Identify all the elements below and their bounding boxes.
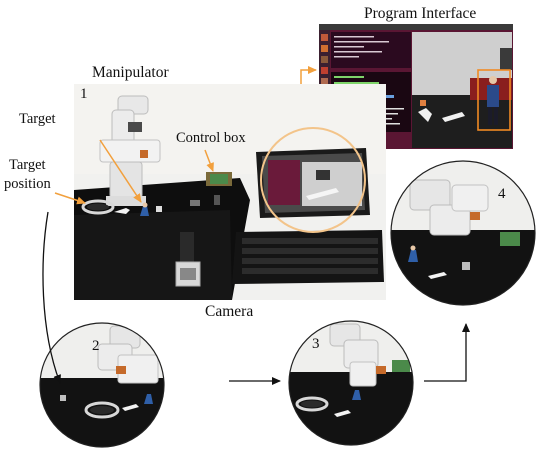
target-position-label-line2: position bbox=[4, 176, 51, 192]
control-box-label: Control box bbox=[176, 130, 246, 146]
target-label: Target bbox=[19, 111, 56, 127]
camera-label: Camera bbox=[205, 303, 254, 320]
manipulator-label: Manipulator bbox=[92, 64, 169, 81]
step-4-number: 4 bbox=[498, 186, 506, 202]
step-1-number: 1 bbox=[80, 86, 88, 102]
target-position-label-line1: Target bbox=[9, 157, 46, 173]
main-photo bbox=[74, 84, 386, 300]
step-3-number: 3 bbox=[312, 336, 320, 352]
step-3-photo bbox=[289, 321, 413, 445]
program-interface-label: Program Interface bbox=[364, 5, 477, 22]
step-2-number: 2 bbox=[92, 338, 100, 354]
step-4-photo bbox=[391, 161, 535, 305]
